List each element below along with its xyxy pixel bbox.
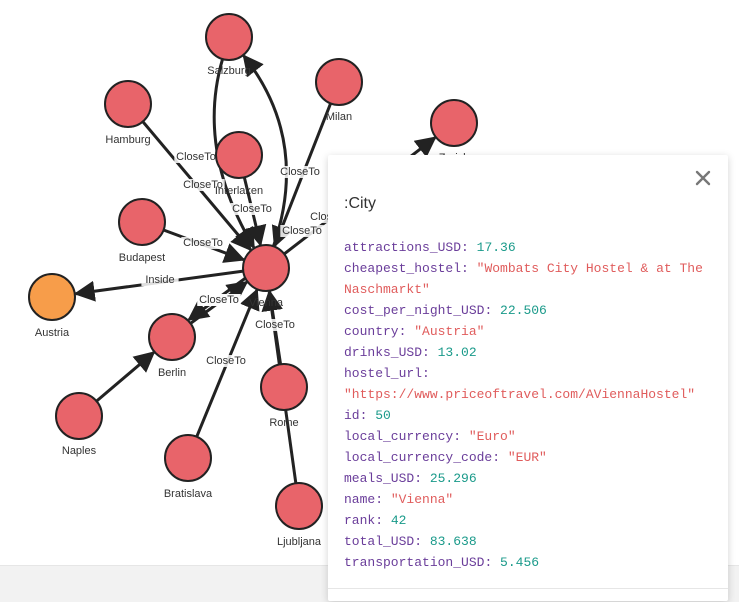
- node-ljubljana[interactable]: [275, 482, 323, 530]
- property-value: 5.456: [500, 555, 540, 570]
- property-row: drinks_USD: 13.02: [344, 345, 477, 360]
- edge-label-bg: [181, 179, 225, 191]
- edge-label-bg: [253, 319, 297, 331]
- node-label-vienna: Vienna: [249, 297, 284, 309]
- node-zurich[interactable]: [430, 99, 478, 147]
- property-row: meals_USD: 25.296: [344, 471, 477, 486]
- node-rome[interactable]: [260, 363, 308, 411]
- node-label-milan: Milan: [326, 111, 352, 123]
- property-value: 50: [375, 408, 391, 423]
- property-key: rank: [344, 513, 376, 528]
- edge-label: Inside: [145, 274, 174, 286]
- close-icon: [695, 170, 711, 186]
- edge-label: CloseTo: [282, 225, 322, 237]
- property-row: country: "Austria": [344, 324, 485, 339]
- property-key: transportation_USD: [344, 555, 485, 570]
- node-interlaken[interactable]: [215, 131, 263, 179]
- edge-label: CloseTo: [206, 355, 246, 367]
- property-key: cheapest_hostel: [344, 261, 462, 276]
- property-value: 25.296: [429, 471, 477, 486]
- node-label-hamburg: Hamburg: [105, 134, 150, 146]
- edge-label: CloseTo: [183, 237, 223, 249]
- node-naples[interactable]: [55, 392, 103, 440]
- property-key: cost_per_night_USD: [344, 303, 485, 318]
- node-detail-panel: :City attractions_USD: 17.36 cheapest_hos…: [328, 155, 728, 601]
- node-milan[interactable]: [315, 58, 363, 106]
- property-value: 83.638: [429, 534, 477, 549]
- node-label-ljubljana: Ljubljana: [277, 536, 322, 548]
- panel-divider: [328, 588, 728, 589]
- property-key: total_USD: [344, 534, 415, 549]
- properties-list: attractions_USD: 17.36 cheapest_hostel: "…: [344, 237, 714, 573]
- property-key: drinks_USD: [344, 345, 423, 360]
- property-row: cheapest_hostel: "Wombats City Hostel & …: [344, 261, 711, 297]
- property-row: id: 50: [344, 408, 391, 423]
- edge-label: CloseTo: [280, 166, 320, 178]
- node-label-salzburg: Salzburg: [207, 65, 250, 77]
- property-key: id: [344, 408, 360, 423]
- property-key: local_currency_code: [344, 450, 493, 465]
- property-value: 42: [390, 513, 407, 528]
- node-label-budapest: Budapest: [119, 252, 165, 264]
- node-label-naples: Naples: [62, 445, 97, 457]
- property-value: "Vienna": [390, 492, 454, 507]
- edge-label-bg: [197, 294, 241, 306]
- node-label-interlaken: Interlaken: [215, 185, 263, 197]
- panel-title: :City: [344, 195, 376, 212]
- edge-label: CloseTo: [176, 151, 216, 163]
- property-row: rank: 42: [344, 513, 407, 528]
- property-row: total_USD: 83.638: [344, 534, 477, 549]
- property-value: 17.36: [476, 240, 516, 255]
- node-label-bratislava: Bratislava: [164, 488, 213, 500]
- node-budapest[interactable]: [118, 198, 166, 246]
- property-row: attractions_USD: 17.36: [344, 240, 516, 255]
- property-row: hostel_url: "https://www.priceoftravel.c…: [344, 366, 696, 402]
- edge-label-bg: [280, 225, 324, 237]
- node-label-rome: Rome: [269, 417, 298, 429]
- node-berlin[interactable]: [148, 313, 196, 361]
- edge-label: CloseTo: [183, 179, 223, 191]
- edge-vienna-salzburg[interactable]: [242, 54, 288, 247]
- node-label-austria: Austria: [35, 327, 70, 339]
- close-button[interactable]: [692, 167, 714, 189]
- property-value: "Euro": [468, 429, 516, 444]
- property-key: meals_USD: [344, 471, 415, 486]
- edge-label-bg: [278, 166, 322, 178]
- edge-label-bg: [174, 151, 218, 163]
- property-key: attractions_USD: [344, 240, 462, 255]
- node-hamburg[interactable]: [104, 80, 152, 128]
- property-row: local_currency: "Euro": [344, 429, 516, 444]
- edge-label-bg: [204, 355, 248, 367]
- property-key: local_currency: [344, 429, 454, 444]
- edge-label: CloseTo: [255, 319, 295, 331]
- property-value: "EUR": [507, 450, 547, 465]
- property-row: local_currency_code: "EUR": [344, 450, 547, 465]
- node-vienna[interactable]: [242, 244, 290, 292]
- node-label-berlin: Berlin: [158, 367, 186, 379]
- node-salzburg[interactable]: [205, 13, 253, 61]
- property-row: name: "Vienna": [344, 492, 454, 507]
- edge-label-bg: [141, 274, 179, 286]
- edge-label-bg: [230, 203, 274, 215]
- property-value: 13.02: [437, 345, 477, 360]
- property-row: transportation_USD: 5.456: [344, 555, 540, 570]
- property-key: country: [344, 324, 399, 339]
- node-bratislava[interactable]: [164, 434, 212, 482]
- edge-label-bg: [181, 237, 225, 249]
- property-value: 22.506: [500, 303, 547, 318]
- property-key: name: [344, 492, 376, 507]
- property-row: cost_per_night_USD: 22.506: [344, 303, 547, 318]
- property-value: "Wombats City Hostel & at The Naschmarkt…: [344, 261, 711, 297]
- property-value: "https://www.priceoftravel.com/AViennaHo…: [344, 387, 696, 402]
- node-austria[interactable]: [28, 273, 76, 321]
- property-key: hostel_url: [344, 366, 423, 381]
- edge-label: CloseTo: [232, 203, 272, 215]
- edge-naples-berlin[interactable]: [95, 351, 156, 403]
- edge-label: CloseTo: [199, 294, 239, 306]
- property-value: "Austria": [414, 324, 485, 339]
